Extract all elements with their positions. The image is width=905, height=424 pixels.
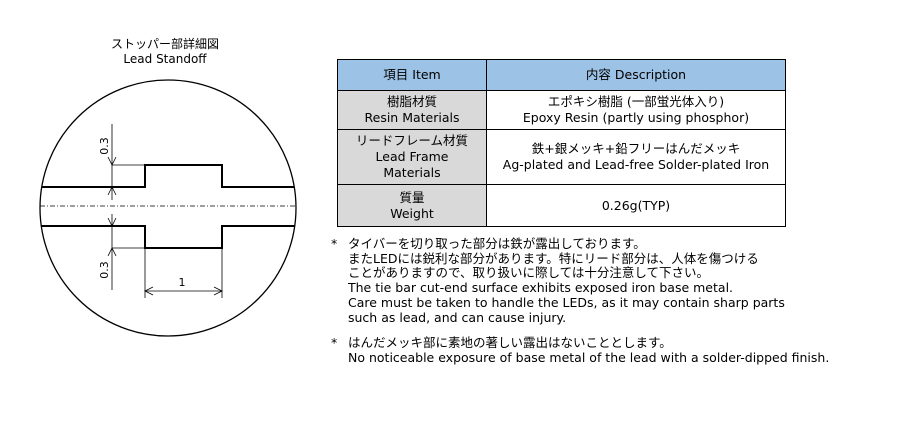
dimension-lower-label: 0.3 bbox=[98, 261, 111, 279]
detail-circle bbox=[39, 79, 297, 337]
note-line: タイバーを切り取った部分は鉄が露出しております。 bbox=[348, 236, 646, 251]
note-line: such as lead, and can cause injury. bbox=[348, 309, 567, 325]
item-resin: 樹脂材質 Resin Materials bbox=[337, 90, 487, 130]
dimension-upper bbox=[107, 124, 145, 200]
note-line: またLEDには鋭利な部分があります。特にリード部分は、人体を傷つける bbox=[348, 250, 759, 266]
item-resin-jp: 樹脂材質 bbox=[386, 94, 437, 109]
item-lead-frame: リードフレーム材質 Lead Frame Materials bbox=[337, 129, 487, 185]
note-line: はんだメッキ部に素地の著しい露出はないこととします。 bbox=[348, 335, 672, 351]
dimension-horizontal bbox=[144, 248, 223, 298]
table-row-lead-frame: リードフレーム材質 Lead Frame Materials 鉄+銀メッキ+鉛フ… bbox=[337, 129, 786, 185]
desc-weight: 0.26g(TYP) bbox=[486, 184, 786, 227]
detail-title-jp: ストッパー部詳細図 bbox=[110, 37, 219, 51]
detail-drawing-title: ストッパー部詳細図 Lead Standoff bbox=[90, 37, 240, 67]
desc-lead-frame-jp: 鉄+銀メッキ+鉛フリーはんだメッキ bbox=[531, 141, 741, 156]
note-line: The tie bar cut-end surface exhibits exp… bbox=[348, 280, 734, 296]
item-lead-frame-en-1: Lead Frame bbox=[375, 149, 449, 164]
note-solder: * はんだメッキ部に素地の著しい露出はないこととします。 No noticeab… bbox=[331, 336, 829, 365]
desc-resin-jp: エポキシ樹脂 (一部蛍光体入り) bbox=[547, 94, 725, 109]
table-row-weight: 質量 Weight 0.26g(TYP) bbox=[337, 184, 786, 227]
table-row-resin: 樹脂材質 Resin Materials エポキシ樹脂 (一部蛍光体入り) Ep… bbox=[337, 90, 786, 130]
item-weight-en: Weight bbox=[390, 205, 434, 221]
note-marker: * bbox=[331, 236, 338, 251]
material-spec-table: 項目 Item 内容 Description 樹脂材質 Resin Materi… bbox=[337, 59, 786, 227]
note-marker: * bbox=[331, 335, 338, 351]
desc-resin: エポキシ樹脂 (一部蛍光体入り) Epoxy Resin (partly usi… bbox=[486, 90, 786, 130]
header-item: 項目 Item bbox=[337, 59, 487, 91]
note-tie-bar: * タイバーを切り取った部分は鉄が露出しております。 またLEDには鋭利な部分が… bbox=[331, 236, 829, 325]
dimension-horizontal-label: 1 bbox=[179, 276, 186, 289]
item-weight: 質量 Weight bbox=[337, 184, 487, 227]
desc-lead-frame-en: Ag-plated and Lead-free Solder-plated Ir… bbox=[502, 157, 770, 172]
item-lead-frame-en-2: Materials bbox=[383, 165, 441, 180]
header-description: 内容 Description bbox=[486, 59, 786, 91]
dimension-upper-label: 0.3 bbox=[98, 137, 111, 155]
desc-weight-value: 0.26g(TYP) bbox=[601, 197, 671, 213]
detail-title-en: Lead Standoff bbox=[123, 52, 207, 66]
note-line: No noticeable exposure of base metal of … bbox=[348, 349, 830, 365]
note-line: Care must be taken to handle the LEDs, a… bbox=[348, 294, 785, 310]
dimension-lower bbox=[107, 214, 145, 290]
item-weight-jp: 質量 bbox=[399, 189, 425, 205]
desc-lead-frame: 鉄+銀メッキ+鉛フリーはんだメッキ Ag-plated and Lead-fre… bbox=[486, 129, 786, 185]
desc-resin-en: Epoxy Resin (partly using phosphor) bbox=[522, 110, 750, 125]
lead-lower-edge bbox=[40, 225, 296, 249]
note-line: ことがありますので、取り扱いに際しては十分注意して下さい。 bbox=[348, 265, 710, 281]
notes-section: * タイバーを切り取った部分は鉄が露出しております。 またLEDには鋭利な部分が… bbox=[331, 236, 829, 366]
table-header-row: 項目 Item 内容 Description bbox=[337, 59, 786, 91]
item-lead-frame-jp: リードフレーム材質 bbox=[355, 133, 469, 148]
lead-upper-edge bbox=[40, 164, 296, 188]
item-resin-en: Resin Materials bbox=[364, 110, 460, 125]
